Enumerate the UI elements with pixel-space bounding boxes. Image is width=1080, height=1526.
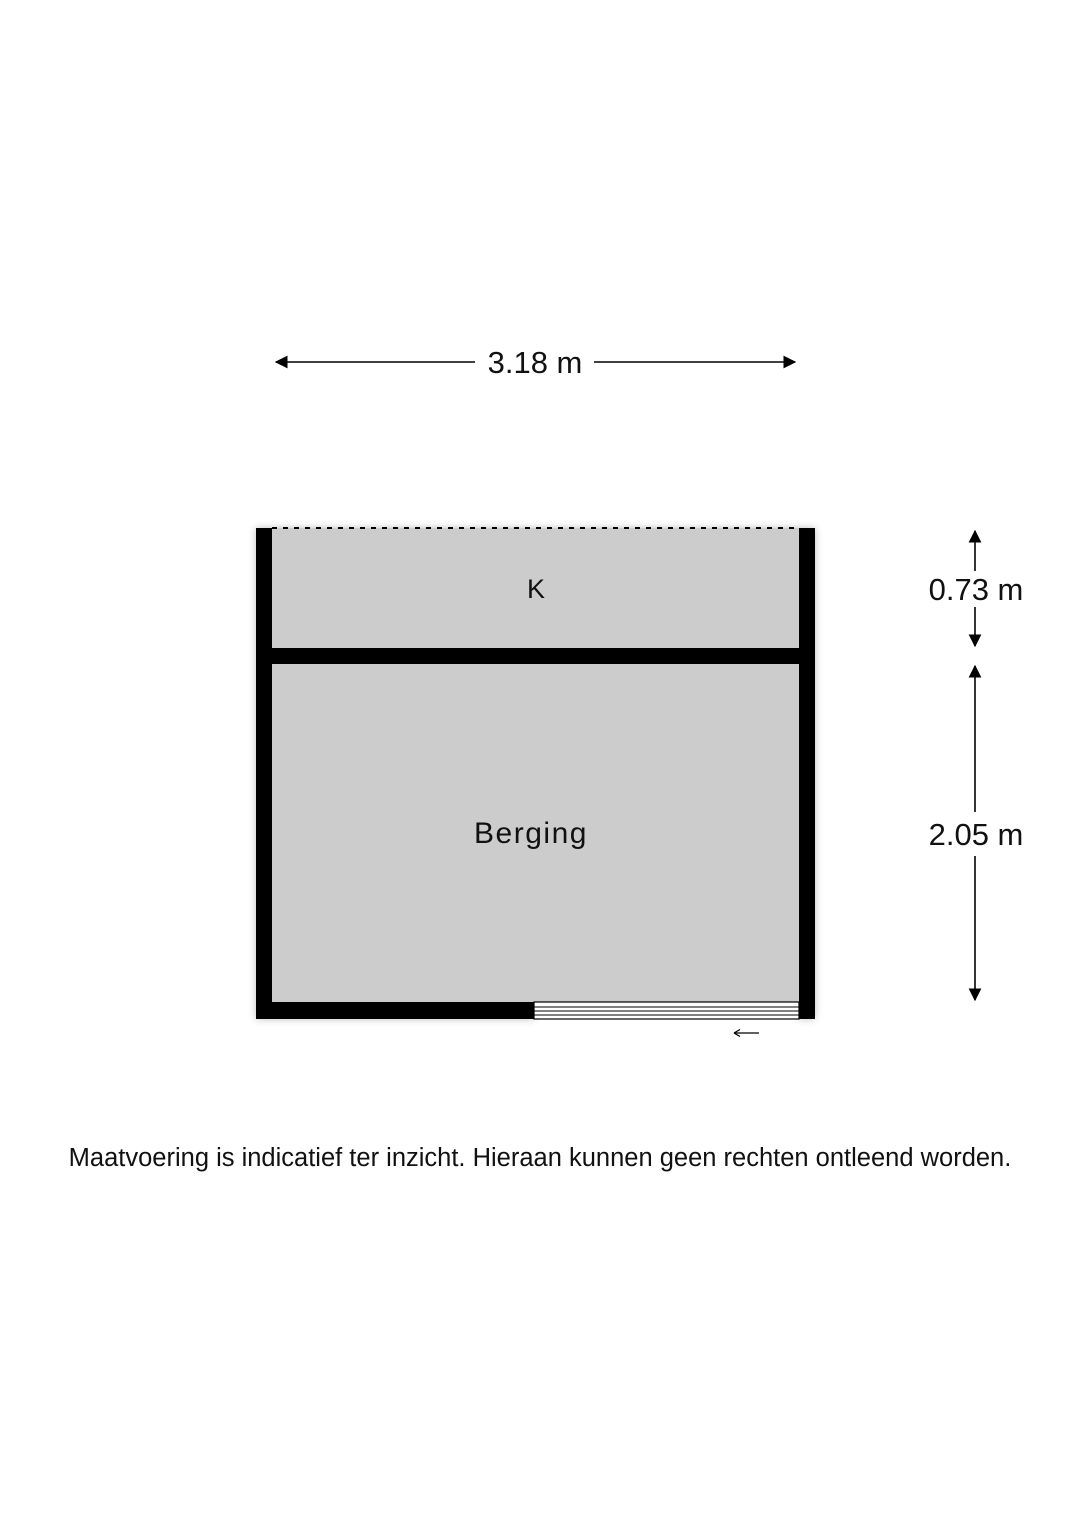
width-dimension: 3.18 m [274,345,797,380]
sliding-door [533,1001,800,1020]
width-dimension-label: 3.18 m [488,345,583,380]
sliding-direction-arrow-icon [733,1028,759,1038]
wall-right [799,528,815,1019]
room-label-berging: Berging [474,817,588,850]
wall-left [256,528,272,1019]
disclaimer-text: Maatvoering is indicatief ter inzicht. H… [68,1144,1012,1172]
height-dimension-bottom-label: 2.05 m [929,817,1024,852]
floorplan [256,528,815,1019]
wall-bottom-left [256,1002,534,1019]
wall-middle [256,648,815,664]
room-k-fill [272,528,799,648]
room-label-k: K [527,574,545,604]
height-dimension-top: 0.73 m [929,529,1024,648]
height-dimension-top-label: 0.73 m [929,572,1024,607]
height-dimension-bottom: 2.05 m [929,664,1024,1002]
room-berging-fill [272,664,799,1002]
